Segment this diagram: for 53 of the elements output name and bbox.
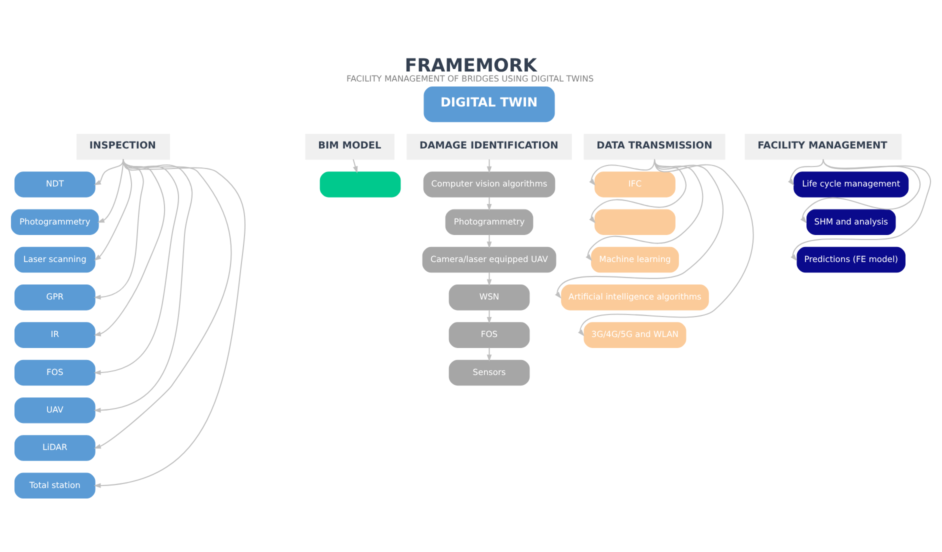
arrow [94, 158, 232, 448]
node-box: FOS [14, 359, 96, 386]
arrow [94, 158, 179, 375]
node-box: Camera/laser equipped UAV [422, 246, 556, 272]
arrow [97, 158, 124, 222]
node-box [594, 208, 676, 235]
node-box: SHM and analysis [806, 208, 896, 235]
node-box: Laser scanning [14, 246, 96, 272]
arrow [94, 158, 246, 488]
node-box: DAMAGE IDENTIFICATION [406, 133, 572, 160]
node-box: LiDAR [14, 434, 96, 460]
node-box: Life cycle management [794, 171, 909, 197]
node-box: DATA TRANSMISSION [584, 133, 726, 160]
arrow [486, 272, 492, 286]
arrow [790, 158, 932, 260]
node-box: WSN [448, 284, 530, 310]
arrow [94, 158, 144, 300]
node-box [320, 171, 401, 197]
node-box: IFC [594, 171, 676, 197]
node-box: DIGITAL TWIN [424, 86, 555, 122]
arrow [486, 196, 492, 210]
node-box: NDT [14, 171, 96, 197]
diagram-title: FRAMEMORK [404, 54, 537, 76]
arrow [486, 347, 492, 362]
node-box: Photogrammetry [445, 208, 534, 235]
node-box: Artificial intelligence algorithms [561, 284, 709, 310]
node-box: FOS [448, 322, 530, 348]
node-box: Computer vision algorithms [423, 171, 556, 197]
node-box: 3G/4G/5G and WLAN [584, 322, 686, 348]
arrow [486, 234, 492, 248]
arrow [94, 158, 132, 260]
node-box: FACILITY MANAGEMENT [744, 133, 902, 160]
arrow [486, 309, 492, 324]
node-box: INSPECTION [76, 133, 170, 160]
node-box: Machine learning [591, 246, 679, 272]
node-box: GPR [14, 284, 96, 310]
arrow [94, 158, 165, 336]
arrow [578, 158, 754, 336]
node-box: Sensors [448, 359, 530, 386]
node-box: BIM MODEL [305, 133, 394, 160]
arrow [352, 158, 358, 173]
arrow [94, 158, 193, 412]
node-box: IR [14, 322, 96, 348]
arrow [586, 158, 704, 260]
arrow [555, 158, 724, 298]
caption: FACILITY MANAGEMENT OF BRIDGES USING DIGITAL TWINS [346, 73, 594, 84]
node-box: Predictions (FE model) [796, 246, 906, 272]
node-box: Photogrammetry [10, 208, 99, 235]
node-box: UAV [14, 396, 96, 423]
arrow [486, 158, 492, 173]
arrow [800, 158, 921, 223]
node-box: Total station [14, 472, 96, 498]
arrow [788, 158, 824, 186]
